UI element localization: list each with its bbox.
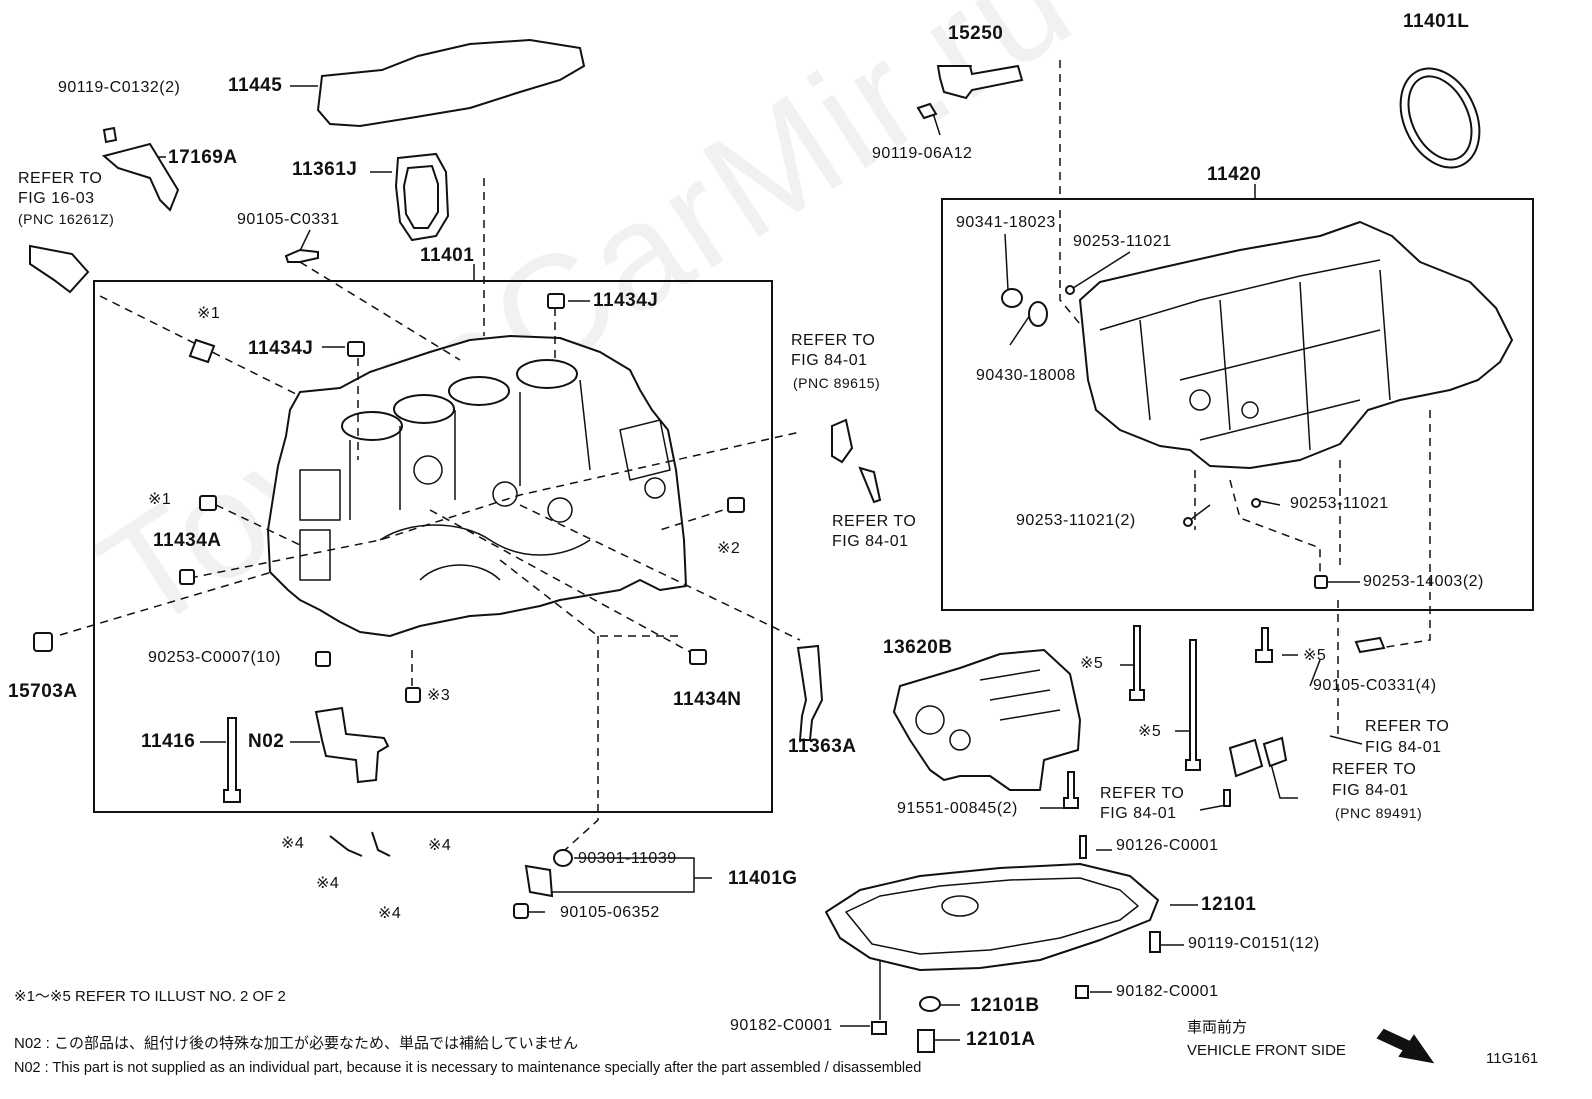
label-90253-11021-right: 90253-11021 — [1290, 495, 1389, 512]
cylinder-block-illustration — [267, 335, 687, 637]
refer-84-01-e-line2: FIG 84-01 — [1100, 805, 1177, 822]
mark-1-top: ※1 — [197, 305, 221, 322]
mark-4-d: ※4 — [378, 905, 402, 922]
refer-16-03-line2: FIG 16-03 — [18, 190, 95, 207]
label-90119-c0151: 90119-C0151(12) — [1188, 935, 1320, 952]
label-12101a: 12101A — [966, 1029, 1036, 1050]
refer-84-01-c-line1: REFER TO — [1365, 718, 1450, 735]
mark-4-b: ※4 — [428, 837, 452, 854]
refer-84-01-e-line1: REFER TO — [1100, 785, 1185, 802]
label-12101b: 12101B — [970, 995, 1040, 1016]
mark-5-c: ※5 — [1303, 647, 1327, 664]
label-11416: 11416 — [141, 731, 196, 752]
label-90119-06a12: 90119-06A12 — [872, 145, 973, 162]
refer-16-03-line3: (PNC 16261Z) — [18, 211, 115, 227]
label-90253-11021-2: 90253-11021(2) — [1016, 512, 1136, 529]
refer-84-01-d-line3: (PNC 89491) — [1335, 805, 1423, 821]
small-parts — [29, 38, 1481, 1053]
label-11401g: 11401G — [728, 868, 798, 889]
label-90105-06352: 90105-06352 — [560, 904, 660, 921]
label-11434a: 11434A — [153, 530, 222, 551]
refer-84-01-d-line2: FIG 84-01 — [1332, 782, 1409, 799]
label-11401l: 11401L — [1403, 11, 1470, 32]
label-90182-c0001-right: 90182-C0001 — [1116, 983, 1219, 1000]
label-90430-18008: 90430-18008 — [976, 367, 1076, 384]
front-side-english: VEHICLE FRONT SIDE — [1187, 1042, 1346, 1059]
label-90105-c0331: 90105-C0331 — [237, 211, 340, 228]
label-11434j-top: 11434J — [593, 290, 659, 311]
label-15703a: 15703A — [8, 681, 78, 702]
label-13620b: 13620B — [883, 637, 953, 658]
label-11445: 11445 — [228, 75, 283, 96]
mark-2: ※2 — [717, 540, 741, 557]
label-11401: 11401 — [420, 245, 475, 266]
label-90253-14003: 90253-14003(2) — [1363, 573, 1484, 590]
front-direction-arrow — [1376, 1028, 1435, 1064]
mark-4-c: ※4 — [316, 875, 340, 892]
upper-oil-pan-illustration — [1079, 221, 1513, 469]
refer-84-01-b-line1: REFER TO — [832, 513, 917, 530]
refer-84-01-d-line1: REFER TO — [1332, 761, 1417, 778]
label-12101: 12101 — [1201, 894, 1257, 915]
refer-84-01-pnc-line2: FIG 84-01 — [791, 352, 868, 369]
label-11434j-left: 11434J — [248, 338, 314, 359]
label-11434n: 11434N — [673, 689, 742, 710]
label-11363a: 11363A — [788, 736, 857, 757]
label-11420: 11420 — [1207, 164, 1262, 185]
block-group-box — [93, 280, 773, 813]
oil-pump-illustration — [893, 649, 1081, 791]
label-90301-11039: 90301-11039 — [578, 850, 677, 867]
refer-16-03-line1: REFER TO — [18, 170, 103, 187]
oil-pan-illustration — [825, 863, 1159, 971]
label-90126-c0001: 90126-C0001 — [1116, 837, 1219, 854]
label-90253-11021-top: 90253-11021 — [1073, 233, 1172, 250]
mark-1-mid: ※1 — [148, 491, 172, 508]
refer-84-01-b-line2: FIG 84-01 — [832, 533, 909, 550]
mark-5-a: ※5 — [1080, 655, 1104, 672]
refer-84-01-pnc-line1: REFER TO — [791, 332, 876, 349]
mark-4-a: ※4 — [281, 835, 305, 852]
illustration-code: 11G161 — [1486, 1050, 1539, 1067]
mark-3: ※3 — [427, 687, 451, 704]
label-11361j: 11361J — [292, 159, 358, 180]
mark-5-b: ※5 — [1138, 723, 1162, 740]
note-refer-illust: ※1～※5 REFER TO ILLUST NO. 2 OF 2 — [14, 988, 286, 1005]
label-90105-c0331-4: 90105-C0331(4) — [1313, 677, 1437, 694]
label-90119-c0132: 90119-C0132(2) — [58, 79, 181, 96]
label-90341-18023: 90341-18023 — [956, 214, 1056, 231]
label-15250: 15250 — [948, 23, 1004, 44]
note-n02-english: N02 : This part is not supplied as an in… — [14, 1060, 922, 1076]
note-n02-japanese: N02 : この部品は、組付け後の特殊な加工が必要なため、単品では補給していませ… — [14, 1035, 579, 1052]
refer-84-01-pnc-line3: (PNC 89615) — [793, 375, 881, 391]
label-90182-c0001-left: 90182-C0001 — [730, 1017, 833, 1034]
upper-pan-group-box — [941, 198, 1534, 611]
label-17169a: 17169A — [168, 147, 238, 168]
label-n02: N02 — [248, 731, 285, 752]
label-91551-00845: 91551-00845(2) — [897, 800, 1018, 817]
refer-84-01-c-line2: FIG 84-01 — [1365, 739, 1442, 756]
label-90253-c0007: 90253-C0007(10) — [148, 649, 281, 666]
front-side-japanese: 車両前方 — [1187, 1019, 1248, 1036]
